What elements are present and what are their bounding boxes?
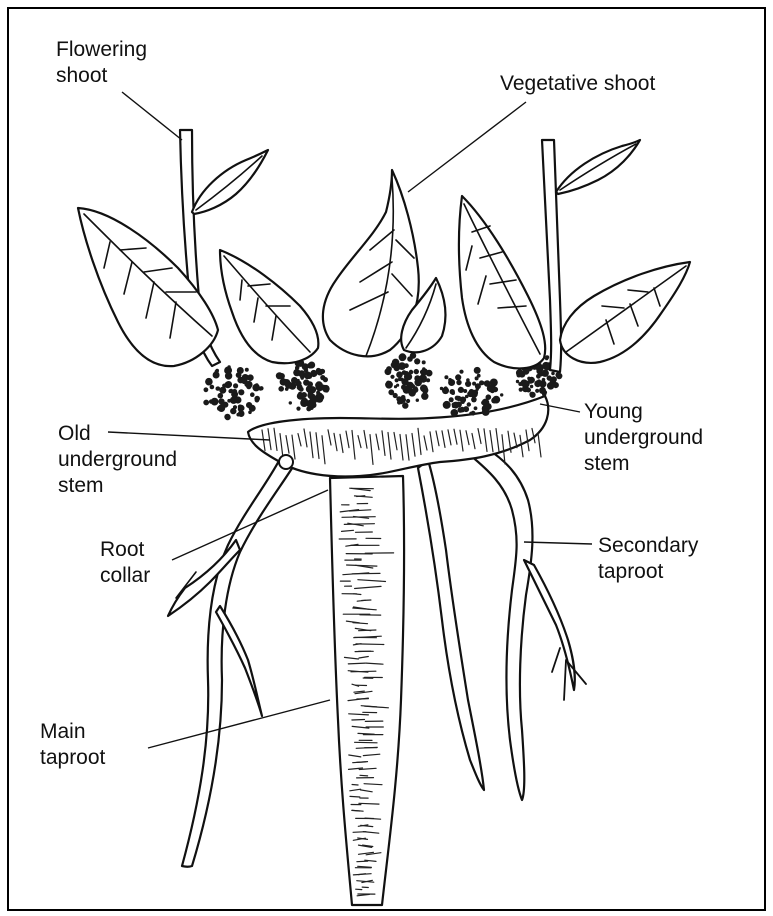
vegetative-shoot-label: Vegetative shoot: [500, 72, 655, 95]
main-taproot-label-line1: Main: [40, 720, 86, 743]
flowering-shoot-label-line1: Flowering: [56, 38, 147, 61]
old-stem-label-line1: Old: [58, 422, 91, 445]
young-stem-label-line3: stem: [584, 452, 630, 475]
root-collar-node: [279, 455, 293, 469]
main-taproot-label-line2: taproot: [40, 746, 106, 769]
young-stem-label-line2: underground: [584, 426, 703, 449]
secondary-taproot-label-line2: taproot: [598, 560, 664, 583]
root-collar-label-line2: collar: [100, 564, 150, 587]
young-stem-label-line1: Young: [584, 400, 643, 423]
flowering-shoot-label-line2: shoot: [56, 64, 108, 87]
old-stem-label-line2: underground: [58, 448, 177, 471]
root-collar-label-line1: Root: [100, 538, 145, 561]
old-stem-label-line3: stem: [58, 474, 104, 497]
secondary-taproot-label-line1: Secondary: [598, 534, 699, 557]
